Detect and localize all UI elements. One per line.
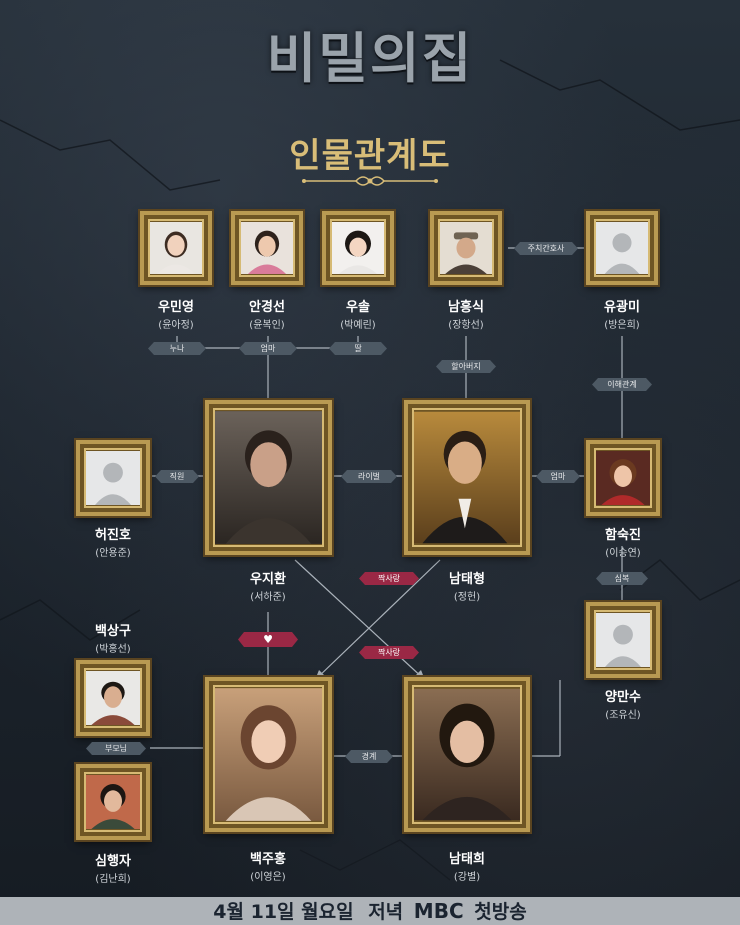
actor-ham-sukjin: (이승연) [605,548,641,559]
footer-time: 저녁 [368,901,404,923]
person-photo-icon [86,671,140,725]
name-heo-jinho: 허진호 [95,528,131,543]
relation-heart-icon: ♥ [238,632,298,647]
portrait-ahn-kyungsun [231,211,303,285]
relation-tag-parents: 부모님 [86,742,146,755]
name-shim-haengja: 심행자 [95,854,131,869]
actor-yoo-kwangmi: (방은희) [604,320,640,331]
relation-tag-grandfather: 할아버지 [436,360,496,373]
person-photo-icon [150,222,202,274]
portrait-shim-haengja [76,764,150,840]
relation-tag-daughter: 딸 [329,342,387,355]
name-nam-heungsik: 남흥식 [448,300,484,315]
relation-tag-rival: 라이벌 [341,470,397,483]
portrait-woo-jihwan [205,400,332,555]
portrait-baek-sanggu [76,660,150,736]
actor-nam-taehee: (강별) [453,872,481,883]
relation-tag-henchman: 심복 [596,572,648,585]
person-photo-icon [596,451,650,505]
relation-tag-mother: 엄마 [239,342,297,355]
actor-baek-juhong: (이영은) [250,872,286,883]
name-nam-taehee: 남태희 [449,852,485,867]
actor-heo-jinho: (안용준) [95,548,131,559]
person-photo-icon [332,222,384,274]
person-photo-icon [215,688,322,821]
name-baek-juhong: 백주홍 [250,852,286,867]
actor-woo-jihwan: (서하준) [250,592,286,603]
person-photo-icon [414,411,520,544]
actor-ahn-kyungsun: (윤복인) [249,320,285,331]
portrait-baek-juhong [205,677,332,832]
name-woo-minyoung: 우민영 [158,300,194,315]
relation-tag-crush-1: 짝사랑 [359,572,419,585]
ornament-divider-icon [302,176,438,186]
name-baek-sanggu: 백상구 [95,624,131,639]
footer-premiere: 첫방송 [474,901,527,923]
footer-date: 4월 11일 월요일 [213,901,354,923]
portrait-nam-heungsik [430,211,502,285]
person-photo-icon [86,775,140,829]
name-woo-jihwan: 우지환 [250,572,286,587]
portrait-yang-mansu [586,602,660,678]
relation-tag-interest: 이해관계 [592,378,652,391]
portrait-woo-minyoung [140,211,212,285]
broadcast-footer: 4월 11일 월요일 저녁 MBC 첫방송 [0,897,740,925]
drama-title: 비밀의집 [266,26,474,90]
person-photo-icon [414,688,520,821]
name-woo-sol: 우솔 [346,300,370,315]
silhouette-icon [596,222,648,274]
person-photo-icon [241,222,293,274]
portrait-ham-sukjin [586,440,660,516]
relation-tag-nuna: 누나 [148,342,206,355]
portrait-nam-taehyung [404,400,530,555]
actor-baek-sanggu: (박홍선) [95,644,131,655]
person-photo-icon [215,411,322,544]
relation-tag-doctor-nurse: 주치간호사 [514,242,578,255]
actor-woo-sol: (박예린) [340,320,376,331]
person-photo-icon [440,222,492,274]
actor-nam-heungsik: (장항선) [448,320,484,331]
chart-subtitle: 인물관계도 [289,136,451,176]
relation-tag-caution: 경계 [345,750,393,763]
name-nam-taehyung: 남태형 [449,572,485,587]
actor-shim-haengja: (김난희) [95,874,131,885]
portrait-heo-jinho [76,440,150,516]
name-yoo-kwangmi: 유광미 [604,300,640,315]
portrait-yoo-kwangmi [586,211,658,285]
name-yang-mansu: 양만수 [605,690,641,705]
actor-woo-minyoung: (윤아정) [158,320,194,331]
relation-tag-employee: 직원 [155,470,199,483]
portrait-nam-taehee [404,677,530,832]
actor-nam-taehyung: (정헌) [453,592,481,603]
relation-tag-crush-2: 짝사랑 [359,646,419,659]
silhouette-icon [596,613,650,667]
name-ahn-kyungsun: 안경선 [249,300,285,315]
network-logo: MBC [413,899,464,923]
actor-yang-mansu: (조유신) [605,710,641,721]
relation-tag-mother-2: 엄마 [536,470,580,483]
silhouette-icon [86,451,140,505]
name-ham-sukjin: 함숙진 [605,528,641,543]
portrait-woo-sol [322,211,394,285]
